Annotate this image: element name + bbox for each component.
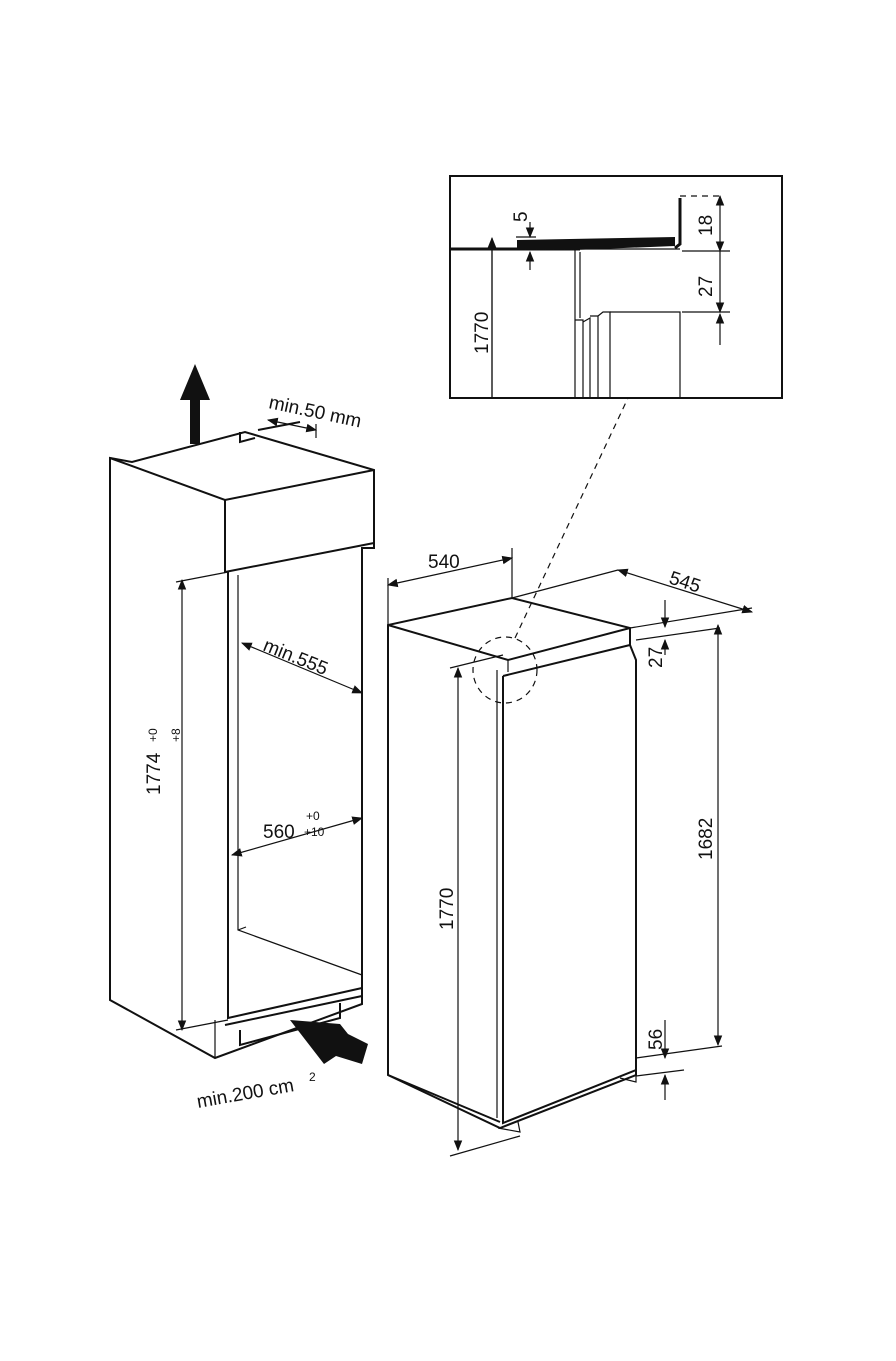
label-545: 545	[666, 568, 703, 598]
label-1774-sup-bottom: +8	[169, 728, 183, 742]
appliance-body	[387, 596, 637, 1133]
detail-box	[449, 175, 783, 399]
label-560: 560	[263, 822, 295, 843]
label-min-555: min.555	[260, 635, 331, 680]
detail-label-5: 5	[511, 211, 532, 222]
label-1774-sup-top: +0	[146, 728, 160, 742]
detail-callout-circle	[472, 636, 538, 704]
label-560-sup-bottom: +10	[304, 825, 325, 839]
detail-label-27: 27	[696, 276, 717, 297]
cabinet-niche	[109, 421, 375, 1060]
label-56: 56	[646, 1029, 667, 1050]
airflow-in-arrow-icon	[290, 1020, 368, 1064]
label-27: 27	[646, 647, 667, 668]
detail-label-18: 18	[696, 215, 717, 236]
label-1682: 1682	[696, 818, 717, 860]
label-min-200: min.200 cm	[195, 1075, 295, 1113]
detail-label-1770: 1770	[472, 312, 493, 354]
label-1770: 1770	[437, 888, 458, 930]
airflow-out-arrow-icon	[180, 364, 210, 444]
label-1774: 1774	[144, 752, 165, 795]
label-560-sup-top: +0	[306, 809, 320, 823]
label-540: 540	[428, 552, 460, 573]
label-min-200-sup: 2	[309, 1070, 316, 1084]
